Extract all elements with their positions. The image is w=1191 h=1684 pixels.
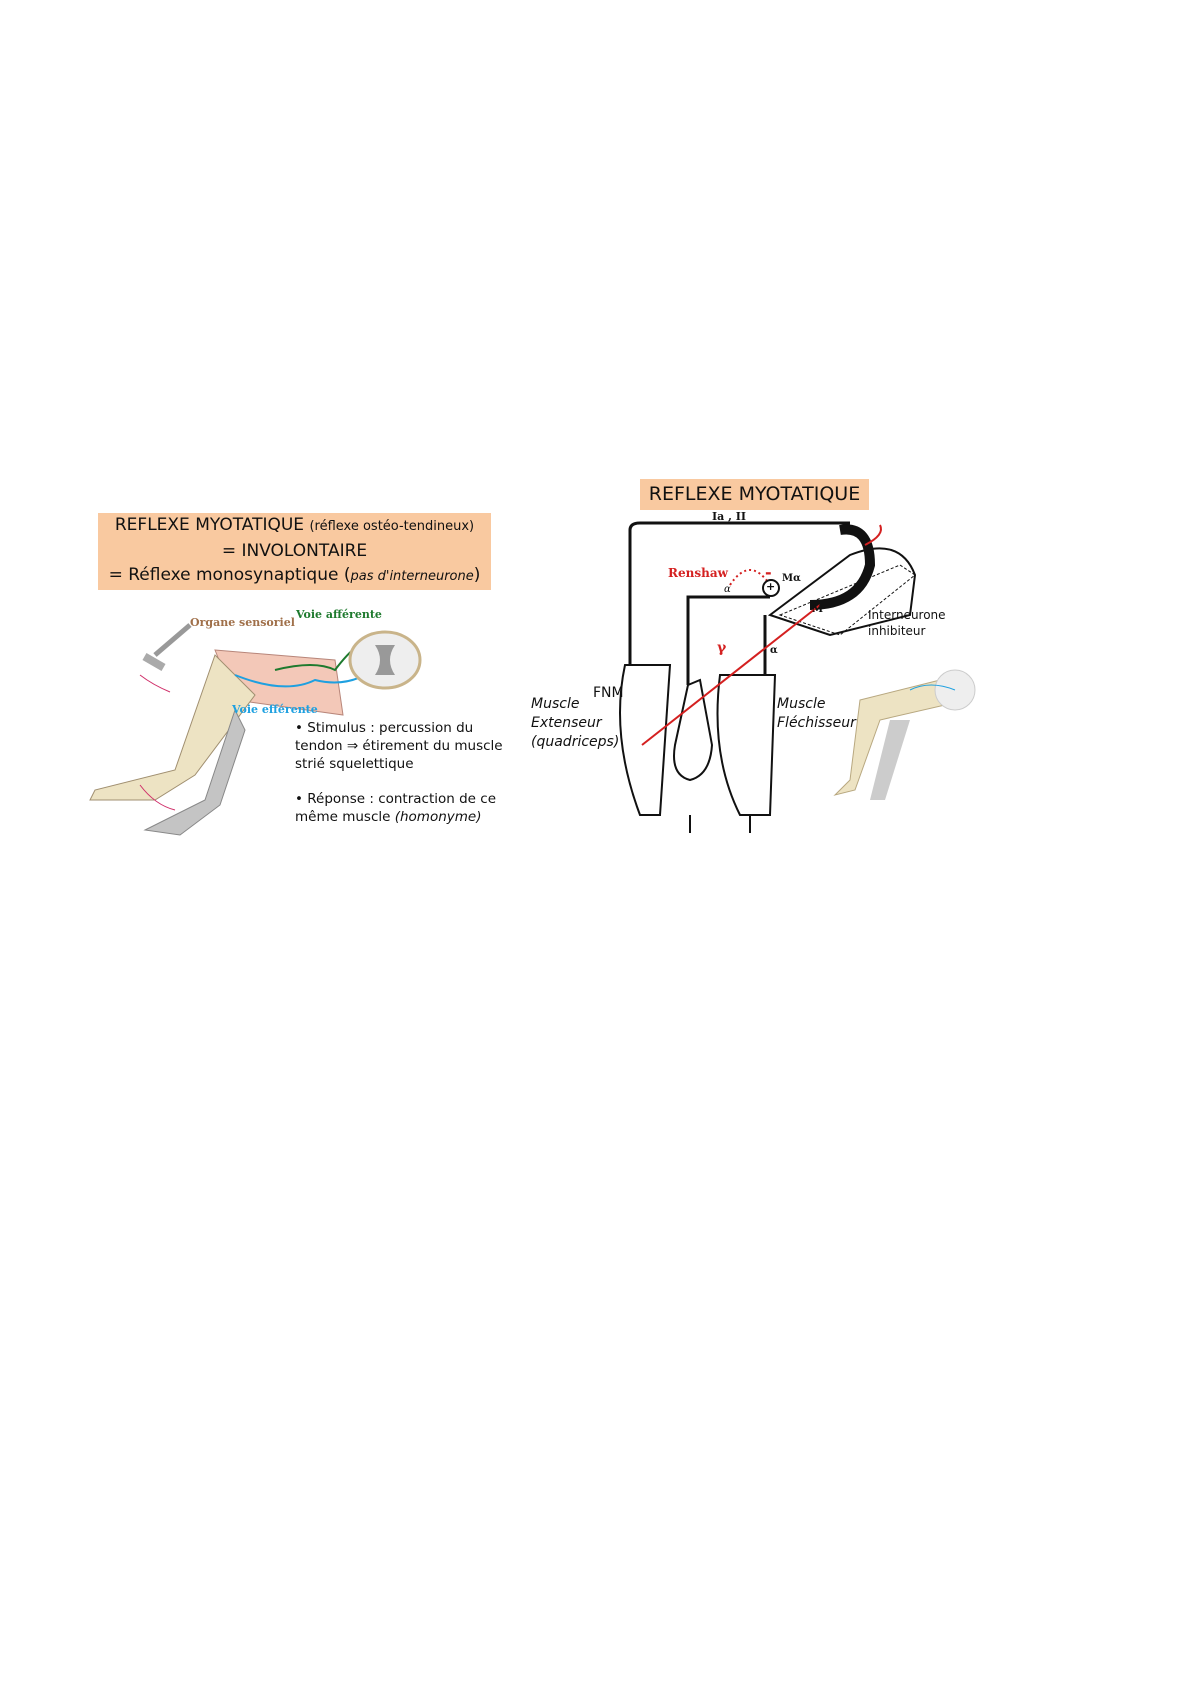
label-fnm: FNM [593, 685, 624, 701]
stimulus-line: • Stimulus : percussion du [295, 720, 474, 736]
femur-bone [673, 678, 714, 782]
label-voie-efferente: Voie efférente [232, 703, 318, 716]
response-text: • Réponse : contraction de ce même muscl… [295, 790, 496, 826]
label-voie-afferente: Voie afférente [296, 608, 382, 621]
flexor-line: Fléchisseur [777, 715, 856, 731]
reflex-arc-diagram [619, 521, 917, 833]
leg-thumbnail-illustration [833, 669, 976, 800]
label-muscle-flechisseur: Muscle Fléchisseur [777, 695, 856, 733]
response-line: même muscle [295, 809, 395, 825]
stimulus-line: tendon ⇒ étirement du muscle [295, 738, 503, 754]
label-alpha: α [770, 645, 778, 656]
stimulus-text: • Stimulus : percussion du tendon ⇒ étir… [295, 719, 503, 773]
inhibition-minus: - [765, 563, 772, 582]
label-m: M [812, 604, 824, 615]
flexor-muscle [716, 674, 777, 816]
leg-reflex-illustration [89, 623, 422, 836]
stimulus-line: strié squelettique [295, 756, 414, 772]
paren-close: ) [473, 565, 481, 585]
right-title-box: REFLEXE MYOTATIQUE [640, 479, 869, 510]
flexor-line: Muscle [777, 696, 826, 712]
reflex-hammer-icon [153, 623, 192, 657]
extensor-line: (quadriceps) [531, 734, 620, 750]
label-muscle-extenseur: Muscle Extenseur (quadriceps) [531, 695, 619, 752]
interneuron-line: Interneurone [868, 608, 946, 622]
label-m-alpha: Mα [782, 573, 801, 584]
excitatory-synapse-icon [762, 579, 780, 597]
extensor-muscle [619, 664, 672, 816]
title-involontaire: = INVOLONTAIRE [221, 541, 368, 561]
extensor-line: Extenseur [531, 715, 602, 731]
left-title-box: REFLEXE MYOTATIQUE (réflexe ostéo-tendin… [98, 513, 491, 590]
title-monosynaptique: = Réflexe monosynaptique ( [108, 565, 351, 585]
title-no-interneuron: pas d'interneurone [350, 569, 474, 584]
excitation-plus: + [766, 580, 776, 593]
label-fibers-ia-ii: Ia , II [712, 510, 747, 523]
title-paren: (réflexe ostéo-tendineux) [309, 519, 475, 534]
label-interneurone: Interneurone inhibiteur [868, 607, 946, 639]
title-main: REFLEXE MYOTATIQUE [114, 515, 305, 535]
label-renshaw: Renshaw [668, 566, 728, 580]
label-alpha: α [724, 584, 731, 595]
extensor-line: Muscle [531, 696, 580, 712]
interneuron-line: inhibiteur [868, 624, 926, 638]
label-gamma: γ [717, 640, 727, 656]
label-organe-sensoriel: Organe sensoriel [190, 616, 295, 629]
right-title: REFLEXE MYOTATIQUE [648, 483, 861, 505]
homonyme-label: (homonyme) [394, 809, 482, 825]
response-line: • Réponse : contraction de ce [295, 791, 497, 807]
